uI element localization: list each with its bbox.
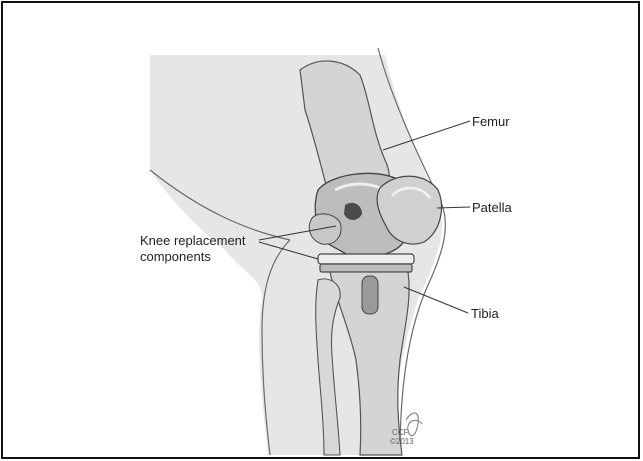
label-components-line1: Knee replacement: [140, 233, 246, 248]
label-tibia: Tibia: [471, 306, 499, 321]
label-patella: Patella: [472, 200, 512, 215]
label-femur: Femur: [472, 114, 510, 129]
tibial-tray: [320, 264, 412, 272]
tibial-stem: [362, 276, 378, 314]
credit-org: CCF: [392, 428, 408, 437]
label-components-line2: components: [140, 249, 211, 264]
credit-year: ©2013: [390, 437, 414, 446]
femoral-medial-condyle: [309, 214, 341, 244]
tibial-insert: [318, 254, 414, 264]
